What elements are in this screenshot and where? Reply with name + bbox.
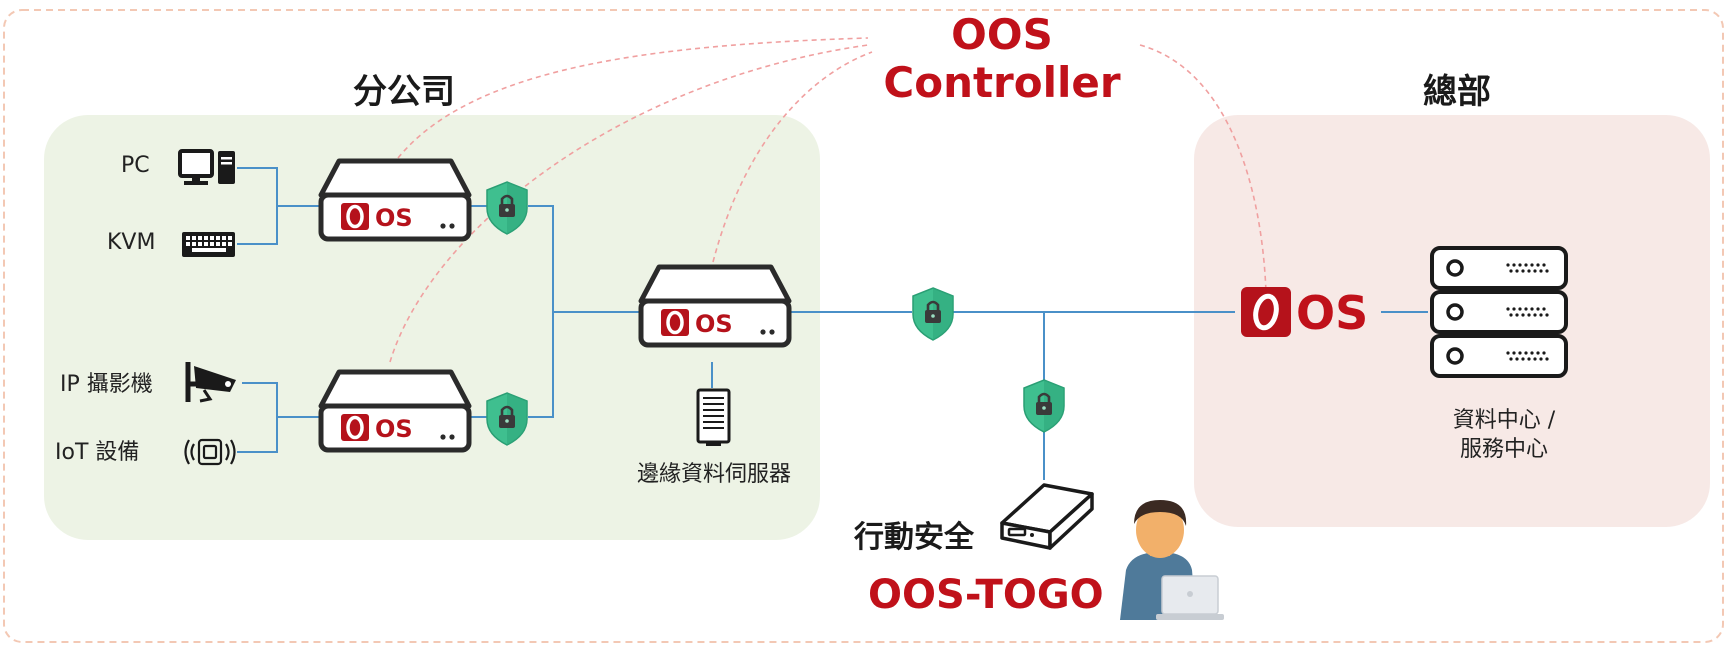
branch-zone — [44, 115, 820, 540]
edge-server-label: 邊緣資料伺服器 — [636, 462, 792, 487]
keyboard-icon — [182, 232, 235, 257]
iot-label: IoT 設備 — [55, 440, 140, 465]
iot-icon — [184, 438, 236, 466]
portable-drive-icon — [1000, 483, 1094, 550]
controller-title-line2: Controller — [883, 58, 1121, 107]
svg-text:OS: OS — [1296, 286, 1368, 340]
shield-lock-icon — [1022, 378, 1066, 434]
datacenter-label-line2: 服務中心 — [1459, 437, 1549, 462]
hq-oos-logo: OS — [1241, 286, 1368, 340]
edge-appliance — [641, 267, 789, 345]
server-rack-icon — [696, 388, 731, 446]
datacenter-server-stack — [1430, 246, 1568, 378]
controller-title-line1: OOS — [951, 10, 1053, 59]
outer-frame — [3, 9, 1724, 643]
shield-lock-icon — [911, 286, 955, 342]
network-links — [237, 167, 1428, 480]
mobile-security-label: 行動安全 — [854, 520, 974, 555]
user-laptop-icon — [1120, 500, 1224, 620]
pc-label: PC — [121, 153, 150, 178]
ip-camera-label: IP 攝影機 — [60, 372, 153, 397]
branch-title: 分公司 — [353, 72, 455, 112]
hq-title: 總部 — [1423, 72, 1491, 112]
datacenter-label-line1: 資料中心 / — [1452, 408, 1556, 433]
branch-appliance-bottom — [321, 372, 469, 450]
pc-icon — [178, 149, 235, 185]
oos-togo-label: OOS-TOGO — [868, 572, 1104, 618]
controller-links — [389, 37, 1267, 363]
camera-icon — [185, 362, 236, 403]
kvm-label: KVM — [107, 230, 156, 255]
branch-appliance-top — [321, 161, 469, 239]
